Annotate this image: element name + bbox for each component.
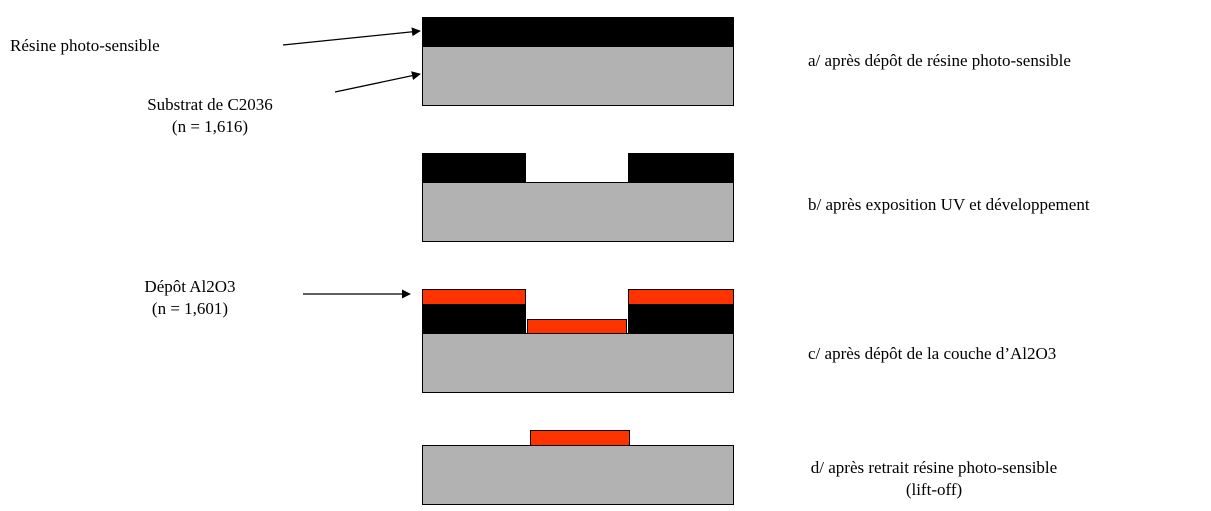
step-d-caption-line1: d/ après retrait résine photo-sensible <box>810 458 1058 477</box>
step-b-resist-left <box>422 153 526 184</box>
step-a-caption: a/ après dépôt de résine photo-sensible <box>808 51 1071 70</box>
substrate-index: (n = 1,616) <box>171 117 249 136</box>
step-c-resist-right <box>628 304 734 335</box>
resist-label: Résine photo-sensible <box>10 36 160 55</box>
step-d-substrate <box>422 445 734 505</box>
step-a-resist-layer <box>422 17 734 47</box>
step-c-al2o3-left <box>422 289 526 305</box>
al2o3-deposit-index: (n = 1,601) <box>151 299 229 318</box>
step-c-al2o3-center <box>527 319 627 334</box>
step-d-al2o3-pattern <box>530 430 630 446</box>
substrate-name: Substrat de C2036 <box>147 95 273 114</box>
step-a-substrate <box>422 46 734 106</box>
step-b-resist-right <box>628 153 734 184</box>
step-b-substrate <box>422 182 734 242</box>
step-d-caption-line2: (lift-off) <box>905 480 963 499</box>
step-c-resist-left <box>422 304 526 335</box>
step-c-al2o3-right <box>628 289 734 305</box>
al2o3-deposit-label: Dépôt Al2O3 (n = 1,601) <box>120 276 260 320</box>
al2o3-deposit-name: Dépôt Al2O3 <box>144 277 236 296</box>
substrate-label: Substrat de C2036 (n = 1,616) <box>110 94 310 138</box>
step-d-caption: d/ après retrait résine photo-sensible (… <box>800 457 1068 501</box>
step-c-caption: c/ après dépôt de la couche d’Al2O3 <box>808 344 1057 363</box>
step-c-substrate <box>422 333 734 393</box>
step-b-caption: b/ après exposition UV et développement <box>808 195 1090 214</box>
substrate-arrow <box>334 71 421 93</box>
resist-arrow <box>282 27 421 46</box>
